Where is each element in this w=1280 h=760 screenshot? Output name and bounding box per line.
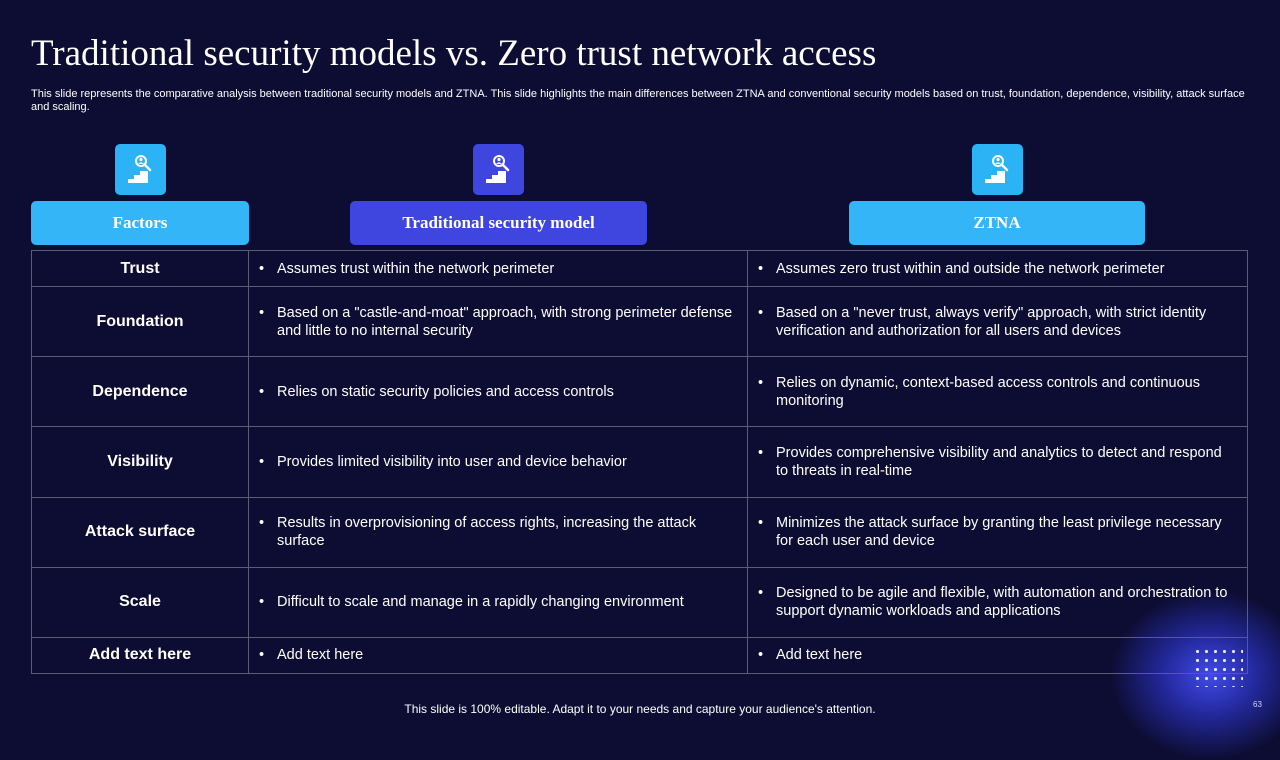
- ztna-cell: • Assumes zero trust within and outside t…: [747, 249, 1248, 288]
- factor-cell: Add text here: [31, 636, 249, 675]
- traditional-cell: • Results in overprovisioning of access r…: [248, 496, 748, 568]
- ztna-cell: • Based on a "never trust, always verify"…: [747, 286, 1248, 358]
- table-row: Dependence • Relies on static security pol…: [31, 356, 1248, 428]
- comparison-table: Trust • Assumes trust within the network p…: [31, 249, 1248, 675]
- table-row: Visibility • Provides limited visibility i…: [31, 426, 1248, 498]
- traditional-cell: • Add text here: [248, 636, 748, 675]
- bullet-marker: •: [259, 453, 265, 470]
- header-ztna: ZTNA: [849, 201, 1145, 245]
- page-number: 63: [1253, 700, 1262, 709]
- ztna-text: Add text here: [776, 647, 863, 664]
- ztna-text: Minimizes the attack surface by granting…: [776, 515, 1222, 550]
- table-row: Scale • Difficult to scale and manage in a…: [31, 566, 1248, 638]
- bullet-marker: •: [259, 260, 265, 277]
- table-row: Foundation • Based on a "castle-and-moat" …: [31, 286, 1248, 358]
- header-traditional: Traditional security model: [350, 201, 647, 245]
- footer-note: This slide is 100% editable. Adapt it to…: [404, 702, 876, 716]
- factor-cell: Attack surface: [31, 496, 249, 568]
- staircase-magnifier-icon: [984, 154, 1008, 183]
- ztna-text: Based on a "never trust, always verify" …: [776, 304, 1207, 339]
- traditional-text: Assumes trust within the network perimet…: [277, 260, 555, 277]
- bullet-marker: •: [758, 515, 764, 532]
- staircase-magnifier-icon: [485, 154, 509, 183]
- bullet-marker: •: [259, 304, 265, 321]
- slide-subtitle: This slide represents the comparative an…: [31, 88, 1245, 113]
- ztna-text: Provides comprehensive visibility and an…: [776, 444, 1222, 479]
- ztna-cell: • Provides comprehensive visibility and a…: [747, 426, 1248, 498]
- header-factors: Factors: [31, 201, 249, 245]
- factor-cell: Dependence: [31, 356, 249, 428]
- factor-cell: Scale: [31, 566, 249, 638]
- table-row: Attack surface • Results in overprovisioni…: [31, 496, 1248, 568]
- factor-cell: Trust: [31, 249, 249, 288]
- traditional-text: Provides limited visibility into user an…: [277, 453, 627, 470]
- traditional-text: Add text here: [277, 647, 364, 664]
- traditional-text: Results in overprovisioning of access ri…: [277, 515, 697, 550]
- ztna-cell: • Add text here: [747, 636, 1248, 675]
- traditional-cell: • Difficult to scale and manage in a rapi…: [248, 566, 748, 638]
- traditional-text: Relies on static security policies and a…: [277, 383, 614, 400]
- traditional-icon-box: [473, 144, 524, 195]
- table-row: Add text here • Add text here • Add text her…: [31, 636, 1248, 675]
- bullet-marker: •: [758, 374, 764, 391]
- table-row: Trust • Assumes trust within the network p…: [31, 249, 1248, 288]
- traditional-text: Difficult to scale and manage in a rapid…: [277, 594, 684, 611]
- traditional-text: Based on a "castle-and-moat" approach, w…: [277, 304, 733, 339]
- bullet-marker: •: [758, 585, 764, 602]
- ztna-icon-box: [972, 144, 1023, 195]
- staircase-magnifier-icon: [127, 154, 151, 183]
- ztna-cell: • Designed to be agile and flexible, with…: [747, 566, 1248, 638]
- ztna-text: Relies on dynamic, context-based access …: [776, 374, 1200, 409]
- bullet-marker: •: [758, 260, 764, 277]
- factors-icon-box: [115, 144, 166, 195]
- bullet-marker: •: [758, 647, 764, 664]
- factor-cell: Foundation: [31, 286, 249, 358]
- factor-cell: Visibility: [31, 426, 249, 498]
- traditional-cell: • Provides limited visibility into user a…: [248, 426, 748, 498]
- ztna-text: Assumes zero trust within and outside th…: [776, 260, 1165, 277]
- traditional-cell: • Assumes trust within the network perime…: [248, 249, 748, 288]
- traditional-cell: • Based on a "castle-and-moat" approach, …: [248, 286, 748, 358]
- bullet-marker: •: [259, 594, 265, 611]
- bullet-marker: •: [758, 444, 764, 461]
- bullet-marker: •: [259, 515, 265, 532]
- traditional-cell: • Relies on static security policies and …: [248, 356, 748, 428]
- ztna-text: Designed to be agile and flexible, with …: [776, 585, 1228, 620]
- bullet-marker: •: [758, 304, 764, 321]
- bullet-marker: •: [259, 383, 265, 400]
- ztna-cell: • Relies on dynamic, context-based access…: [747, 356, 1248, 428]
- slide-title: Traditional security models vs. Zero tru…: [31, 33, 877, 74]
- ztna-cell: • Minimizes the attack surface by grantin…: [747, 496, 1248, 568]
- bullet-marker: •: [259, 647, 265, 664]
